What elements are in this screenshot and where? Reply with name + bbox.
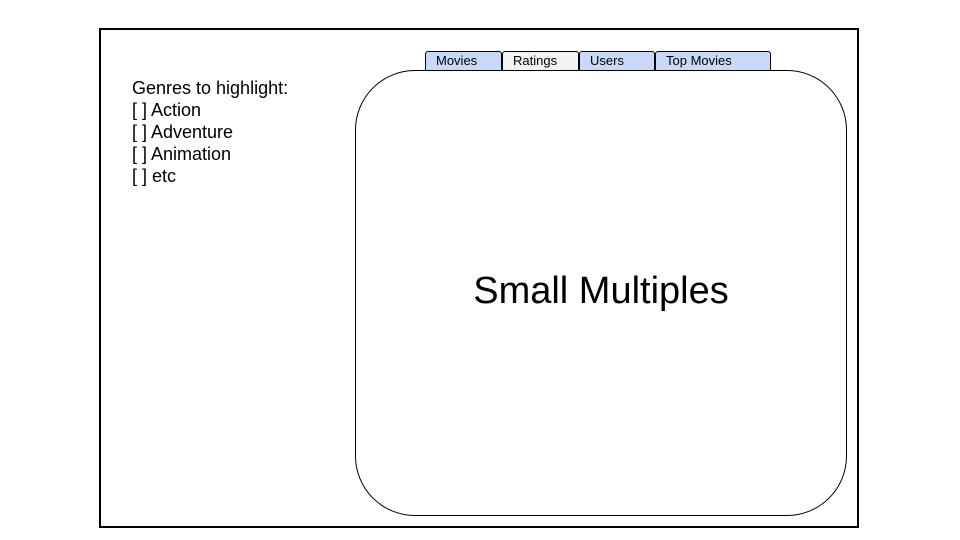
tab-bar: Movies Ratings Users Top Movies: [425, 51, 771, 70]
genre-heading: Genres to highlight:: [132, 78, 289, 98]
panel-title: Small Multiples: [473, 270, 729, 312]
genre-checkbox-animation[interactable]: [ ] Animation: [132, 144, 232, 164]
wireframe-frame: Genres to highlight: [ ] Action [ ] Adve…: [99, 28, 859, 528]
genre-list: [ ] Action [ ] Adventure [ ] Animation […: [132, 99, 288, 187]
genre-checkbox-etc[interactable]: [ ] etc: [132, 166, 177, 186]
genre-checkbox-action[interactable]: [ ] Action: [132, 100, 202, 120]
tab-top-movies[interactable]: Top Movies: [655, 51, 771, 70]
small-multiples-panel: Small Multiples: [355, 70, 847, 516]
tab-users[interactable]: Users: [579, 51, 655, 70]
genre-checkbox-adventure[interactable]: [ ] Adventure: [132, 122, 234, 142]
tab-ratings[interactable]: Ratings: [502, 51, 579, 70]
genre-sidebar: Genres to highlight: [ ] Action [ ] Adve…: [132, 77, 288, 187]
tab-movies[interactable]: Movies: [425, 51, 502, 70]
